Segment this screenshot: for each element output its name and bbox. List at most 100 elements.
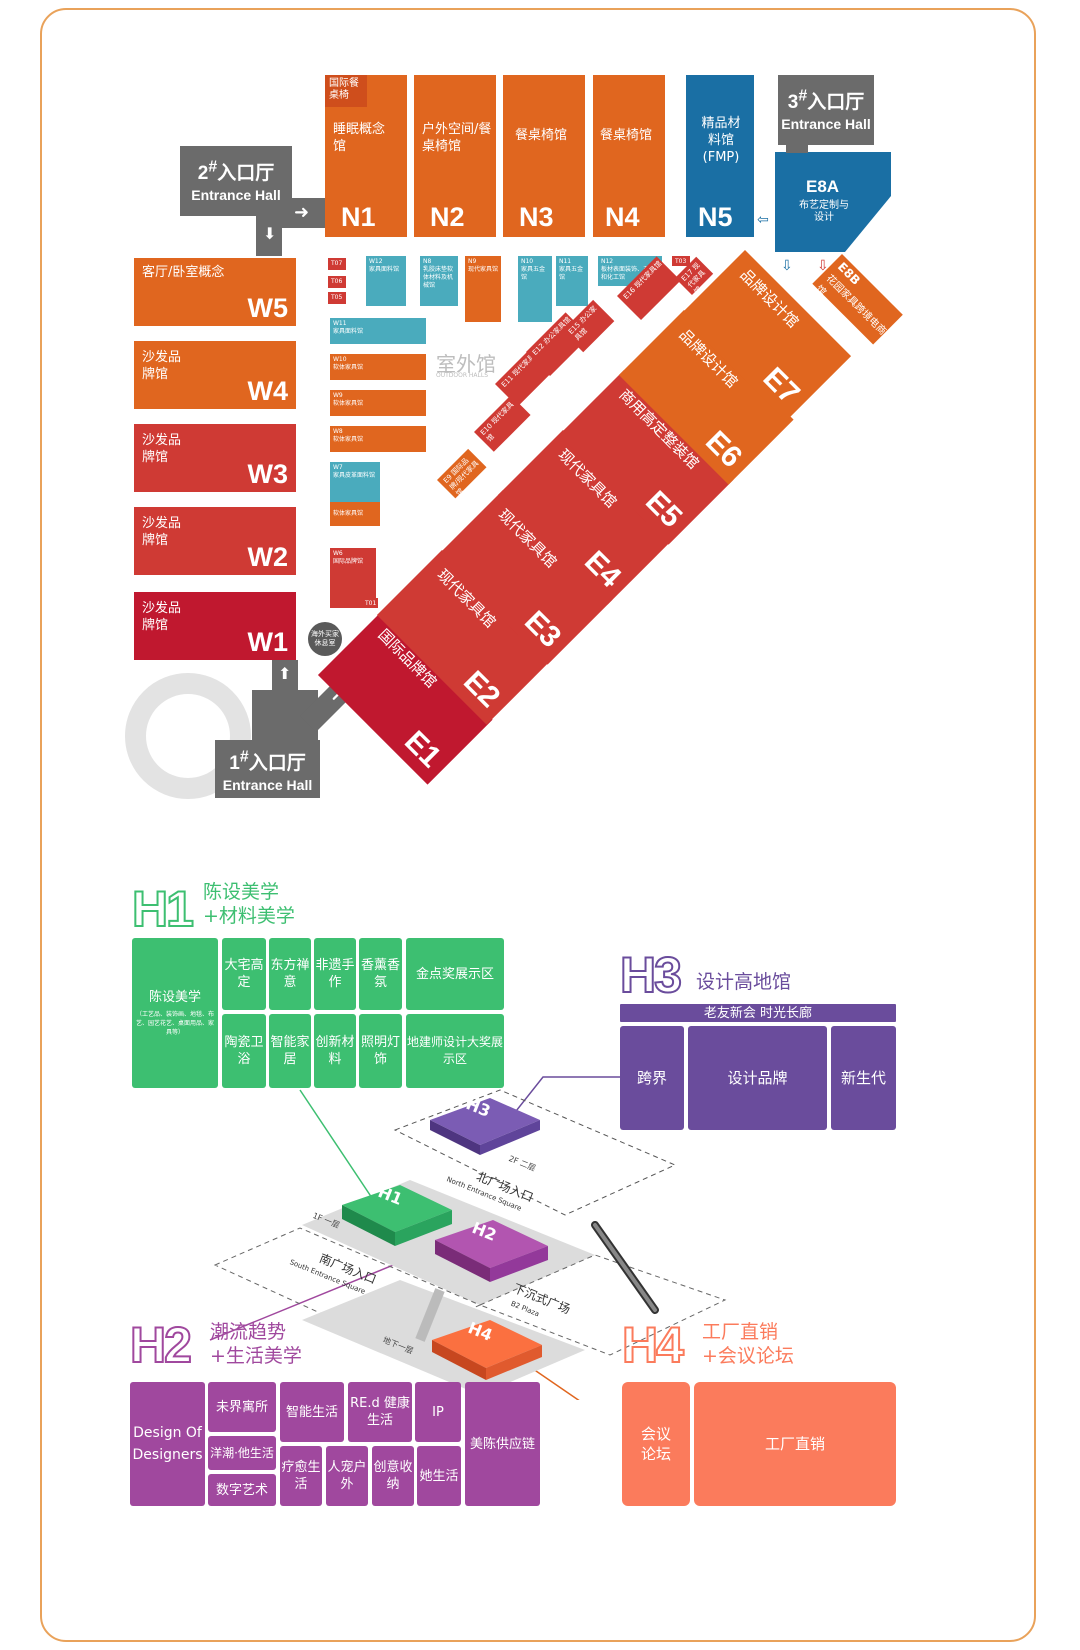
entrance-2-sup: # bbox=[208, 158, 218, 176]
hall-n4[interactable]: 餐桌椅馆 N4 bbox=[593, 75, 665, 237]
h3-badge: H3 bbox=[619, 947, 683, 1003]
h1-zone-4[interactable]: 香薰香氛 bbox=[359, 938, 402, 1010]
h2-zone-10[interactable]: 创意收纳 bbox=[372, 1446, 414, 1506]
entrance-1-num: 1 bbox=[229, 753, 240, 774]
hall-n3[interactable]: 餐桌椅馆 N3 bbox=[503, 75, 585, 237]
h2-zone-8[interactable]: 疗愈生活 bbox=[280, 1446, 322, 1506]
h1-main-note: （工艺品、装饰画、地毯、布艺、园艺花艺、桌面用品、家具等） bbox=[136, 1011, 215, 1036]
page-frame bbox=[40, 8, 1036, 1642]
entrance-2[interactable]: 2#入口厅 Entrance Hall bbox=[180, 146, 292, 216]
h2-zone-11[interactable]: 她生活 bbox=[417, 1446, 461, 1506]
hall-w1-name: 沙发品牌馆 bbox=[142, 601, 182, 633]
h1-zone-9[interactable]: 照明灯饰 bbox=[359, 1014, 402, 1088]
h4-zone-2[interactable]: 工厂直销 bbox=[694, 1382, 896, 1506]
hall-n5[interactable]: 精品材料馆(FMP) N5 bbox=[686, 75, 754, 237]
hall-n12-name: 板材表面装饰、五金和化工馆 bbox=[601, 266, 656, 281]
hall-n2-name: 户外空间/餐桌椅馆 bbox=[422, 122, 492, 154]
hall-n1[interactable]: 国际餐桌椅 睡眠概念馆 N1 bbox=[325, 75, 407, 237]
h3-banner[interactable]: 老友新会 时光长廊 bbox=[620, 1004, 896, 1022]
entrance-2-en: Entrance Hall bbox=[191, 187, 281, 203]
hall-n1-code: N1 bbox=[341, 202, 376, 232]
h2-zone-2[interactable]: 智能生活 bbox=[280, 1382, 344, 1442]
hall-e8a[interactable] bbox=[775, 152, 891, 252]
hall-w11-name: 家具面料馆 bbox=[333, 328, 364, 335]
h2-zone-6[interactable]: 洋潮·他生活 bbox=[208, 1436, 276, 1470]
entrance-1-zh: 入口厅 bbox=[248, 753, 306, 774]
entrance-2-num: 2 bbox=[197, 163, 209, 184]
hall-t06[interactable]: T06 bbox=[328, 276, 346, 288]
hall-w7-name: 家具皮革面料馆 bbox=[333, 472, 376, 479]
h3-zone-2[interactable]: 设计品牌 bbox=[688, 1026, 827, 1130]
iso-diagram bbox=[209, 1076, 727, 1400]
h1-zone-5[interactable]: 金点奖展示区 bbox=[406, 938, 504, 1010]
h1-zone-7[interactable]: 智能家居 bbox=[269, 1014, 311, 1088]
entrance-3[interactable]: 3#入口厅 Entrance Hall bbox=[778, 75, 874, 145]
hall-w5-code: W5 bbox=[247, 293, 289, 323]
hall-w9-code: W9 bbox=[333, 392, 343, 399]
hall-w4[interactable]: 沙发品牌馆 W4 bbox=[134, 341, 296, 409]
arrow-down-icon: ⇩ bbox=[817, 258, 829, 274]
hall-w6-code: W6 bbox=[333, 550, 343, 557]
h1-main-zone[interactable]: 陈设美学 （工艺品、装饰画、地毯、布艺、园艺花艺、桌面用品、家具等） bbox=[132, 938, 218, 1088]
h4-zone-1[interactable]: 会议论坛 bbox=[622, 1382, 690, 1506]
h2-zone-7[interactable]: 数字艺术 bbox=[208, 1474, 276, 1506]
entrance-3-connector bbox=[786, 145, 808, 153]
hall-n2-code: N2 bbox=[430, 202, 465, 232]
entrance-3-en: Entrance Hall bbox=[781, 116, 871, 132]
hall-w9-name: 软体家具馆 bbox=[333, 400, 364, 407]
h4-title-2: +会议论坛 bbox=[702, 1345, 794, 1367]
hall-t01[interactable]: T01 bbox=[362, 598, 378, 608]
h2-zone-1[interactable]: 未界寓所 bbox=[208, 1382, 276, 1432]
hall-n12-code: N12 bbox=[601, 258, 614, 265]
h1-zone-6[interactable]: 陶瓷卫浴 bbox=[222, 1014, 266, 1088]
hall-w1-code: W1 bbox=[247, 627, 289, 657]
entrance-3-num: 3 bbox=[787, 92, 799, 113]
h2-zone-5[interactable]: 美陈供应链 bbox=[465, 1382, 540, 1506]
h1-zone-3[interactable]: 非遗手作 bbox=[314, 938, 356, 1010]
hall-w2[interactable]: 沙发品牌馆 W2 bbox=[134, 507, 296, 575]
hall-w2-code: W2 bbox=[247, 542, 289, 572]
h2-zone-4[interactable]: IP bbox=[415, 1382, 461, 1442]
h1-zone-8[interactable]: 创新材料 bbox=[314, 1014, 356, 1088]
h2-main-zone[interactable]: Design Of Designers bbox=[130, 1382, 205, 1506]
hall-w10-name: 软体家具馆 bbox=[333, 364, 364, 371]
entrance-1-riser bbox=[272, 660, 298, 700]
hall-n11-code: N11 bbox=[559, 258, 572, 265]
hall-w8-code: W8 bbox=[333, 428, 343, 435]
hall-n3-code: N3 bbox=[519, 202, 554, 232]
entrance-1-en: Entrance Hall bbox=[222, 777, 313, 793]
hall-n2[interactable]: 户外空间/餐桌椅馆 N2 bbox=[414, 75, 496, 237]
hall-t05[interactable]: T05 bbox=[328, 292, 346, 304]
h2-zone-3[interactable]: RE.d 健康生活 bbox=[348, 1382, 412, 1442]
outdoor-title: 室外馆 bbox=[436, 352, 496, 376]
hall-w5[interactable]: 客厅/卧室概念 W5 bbox=[134, 258, 296, 326]
hall-t03[interactable]: T03 bbox=[672, 256, 690, 266]
h3-zone-3[interactable]: 新生代 bbox=[831, 1026, 896, 1130]
hall-soft[interactable]: 软体家具馆 bbox=[330, 502, 380, 526]
hall-w1[interactable]: 沙发品牌馆 W1 bbox=[134, 592, 296, 660]
arrow-right-icon: ➜ bbox=[294, 202, 310, 223]
h3-title: 设计高地馆 bbox=[696, 971, 792, 993]
hall-e8a-name: 布艺定制与设计 bbox=[799, 200, 849, 223]
hall-t07[interactable]: T07 bbox=[328, 258, 346, 270]
rest-lounge[interactable]: 海外买家休息室 bbox=[308, 622, 342, 656]
hall-w7-code: W7 bbox=[333, 464, 343, 471]
hall-w3[interactable]: 沙发品牌馆 W3 bbox=[134, 424, 296, 492]
h1-zone-1[interactable]: 大宅高定 bbox=[222, 938, 266, 1010]
h1-zone-2[interactable]: 东方禅意 bbox=[269, 938, 311, 1010]
h3-zone-1[interactable]: 跨界 bbox=[620, 1026, 684, 1130]
entrance-2-zh: 入口厅 bbox=[217, 163, 275, 184]
h2-zone-9[interactable]: 人宠户外 bbox=[326, 1446, 368, 1506]
h1-zone-10[interactable]: 地建师设计大奖展示区 bbox=[406, 1014, 504, 1088]
entrance-1[interactable]: 1#入口厅 Entrance Hall bbox=[215, 740, 320, 798]
